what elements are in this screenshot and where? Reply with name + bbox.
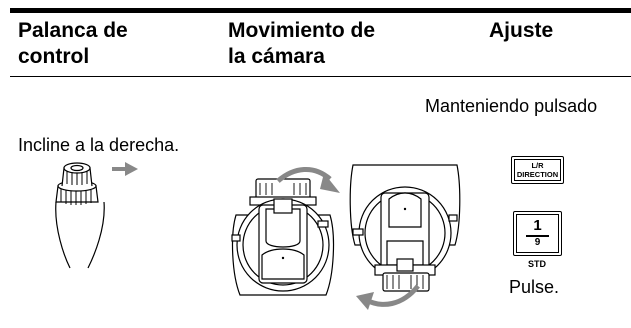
lr-direction-face: L/R DIRECTION <box>514 159 561 181</box>
std-button[interactable]: 1 9 <box>513 211 562 256</box>
adjust-hold-instruction: Manteniendo pulsado <box>425 96 598 116</box>
std-button-face: 1 9 <box>516 214 559 253</box>
header-camera-movement: Movimiento de la cámara <box>228 19 376 68</box>
control-instruction: Incline a la derecha. <box>18 135 180 155</box>
curved-arrow-icon <box>356 284 420 310</box>
adjust-press-instruction: Pulse. <box>509 277 560 297</box>
header-adjust: Ajuste <box>489 19 554 42</box>
std-button-top: 1 <box>533 217 542 234</box>
std-label: STD <box>528 259 546 269</box>
arrow-right-icon <box>112 162 138 176</box>
lr-direction-button[interactable]: L/R DIRECTION <box>511 156 564 184</box>
joystick-icon <box>55 162 105 269</box>
header-control-lever: Palanca de control <box>18 19 128 68</box>
curved-arrow-icon <box>276 167 340 193</box>
table-top-rule <box>10 8 631 13</box>
lr-direction-line2: DIRECTION <box>516 170 559 179</box>
camera-front-icon <box>231 178 335 296</box>
header-divider <box>10 76 631 77</box>
camera-rear-icon <box>349 164 461 292</box>
std-button-fraction-bar <box>526 235 549 237</box>
std-button-bottom: 9 <box>534 237 541 248</box>
lr-direction-line1: L/R <box>531 161 544 170</box>
